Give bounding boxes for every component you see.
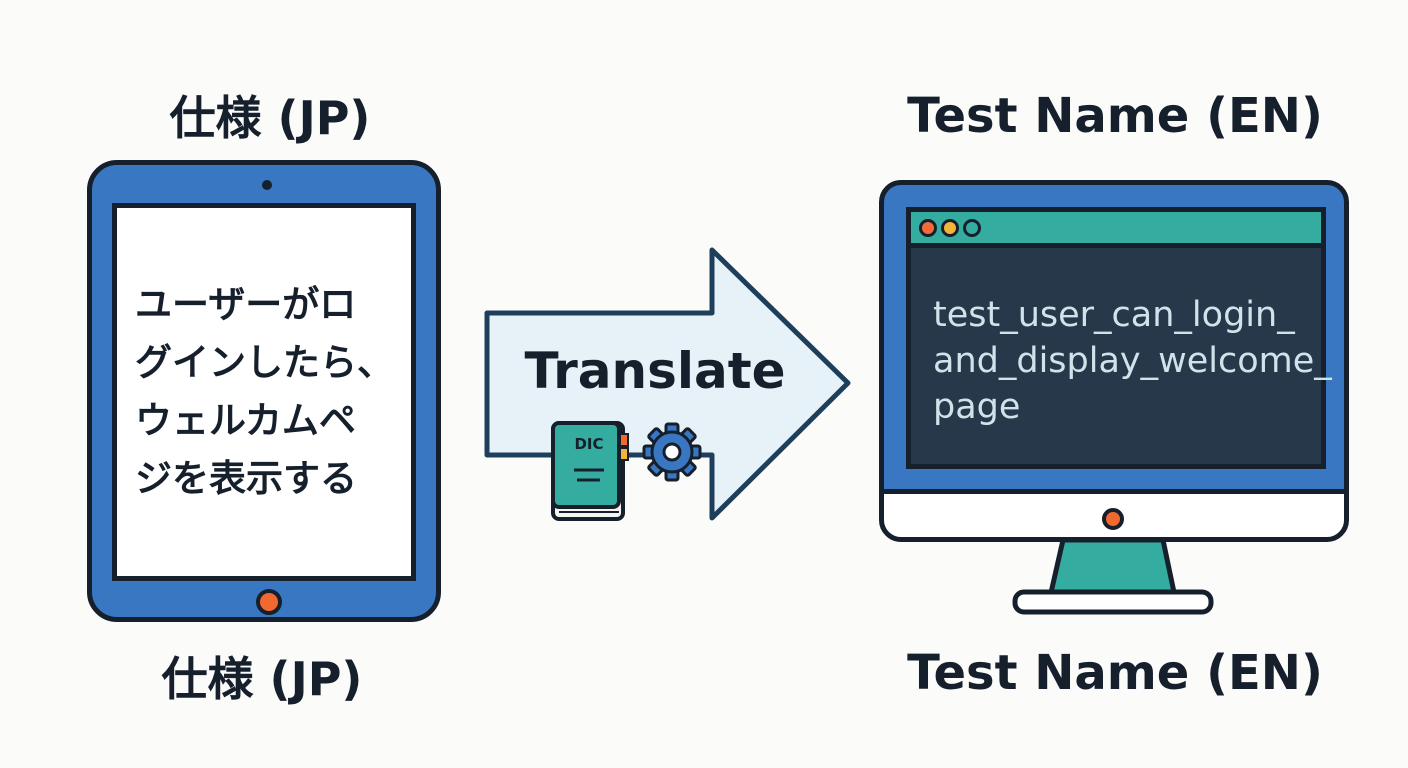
monitor-power-led (1102, 508, 1124, 530)
japanese-spec-text: ユーザーがロ グインしたら、 ウェルカムペ ジを表示する (135, 283, 394, 500)
jp-spec-title-bottom: 仕様 (JP) (161, 652, 363, 706)
minimize-dot-icon (941, 219, 959, 237)
code-window: test_user_can_login_ and_display_welcome… (906, 207, 1332, 469)
tablet-icon: ユーザーがロ グインしたら、 ウェルカムペ ジを表示する (87, 160, 441, 622)
tablet-screen: ユーザーがロ グインしたら、 ウェルカムペ ジを表示する (112, 203, 416, 581)
maximize-dot-icon (963, 219, 981, 237)
dictionary-label: DIC (574, 435, 604, 453)
tablet-camera (262, 180, 272, 190)
jp-spec-title-top: 仕様 (JP) (169, 91, 371, 145)
close-dot-icon (919, 219, 937, 237)
monitor-stand (1012, 537, 1214, 615)
monitor-icon: test_user_can_login_ and_display_welcome… (879, 180, 1349, 542)
monitor-chin (884, 489, 1344, 537)
tablet-home-button (256, 589, 282, 615)
window-titlebar (911, 212, 1321, 248)
english-test-name-code: test_user_can_login_ and_display_welcome… (933, 295, 1332, 427)
gear-icon (642, 422, 702, 482)
dictionary-book-icon (551, 421, 629, 521)
en-test-name-title-top: Test Name (EN) (907, 88, 1323, 144)
en-test-name-title-bottom: Test Name (EN) (907, 645, 1323, 701)
translate-label: Translate (524, 342, 786, 400)
